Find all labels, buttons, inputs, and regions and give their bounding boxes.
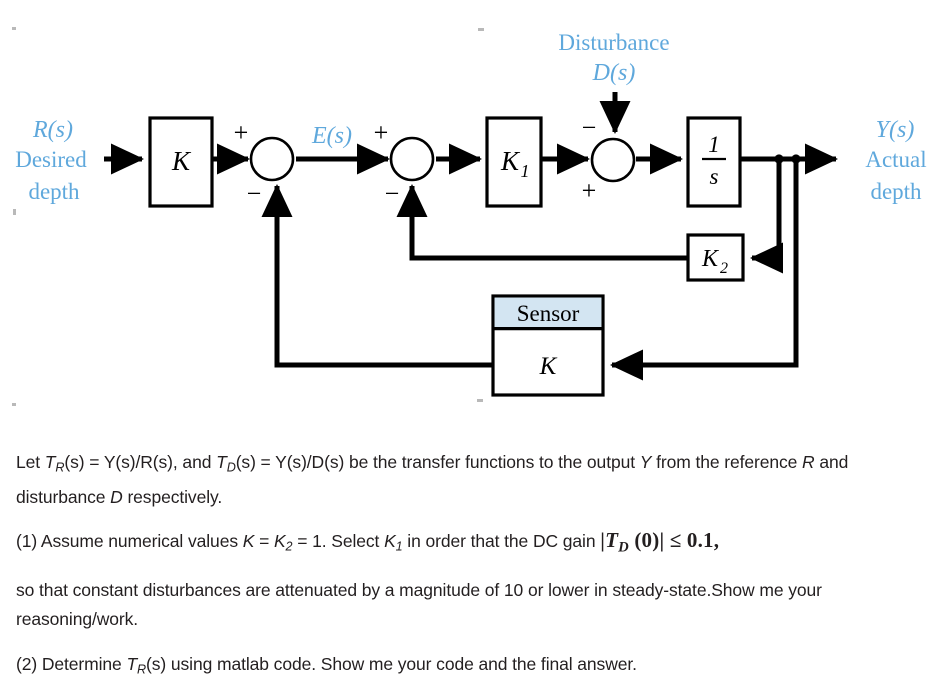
math-relation: ≤ 0.1, (664, 527, 720, 552)
block-integrator-denominator: s (710, 164, 719, 189)
math-dc-gain-expression: |TD (0)| ≤ 0.1, (600, 527, 720, 555)
block-integrator (686, 116, 742, 208)
text-frag: = 1. Select (292, 530, 385, 551)
text-frag: from the reference (651, 452, 803, 472)
math-K2-symbol: K (273, 530, 286, 551)
block-gain-k1 (485, 116, 543, 208)
text-frag: respectively. (122, 486, 223, 507)
input-label-reference-line1: Desired (15, 147, 87, 172)
scan-speck (12, 27, 16, 30)
wire-gain-k2-to-sum2 (396, 183, 688, 261)
math-TD-subscript: D (226, 460, 236, 475)
block-sensor-header-fill (494, 297, 602, 329)
text-frag: in order that the DC gain (402, 530, 601, 551)
math-K1-subscript: 1 (395, 539, 403, 554)
scan-speck (477, 399, 483, 402)
output-label-line2: depth (870, 179, 922, 204)
summing-junction-3-minus-sign: − (582, 113, 597, 142)
block-sensor-gain-label: K (539, 353, 558, 380)
block-integrator-numerator: 1 (708, 132, 720, 157)
wire-sensor-to-sum1 (261, 183, 493, 368)
math-arg-zero: (0) (628, 527, 660, 552)
text-frag: (s) using matlab code. Show me your code… (146, 653, 637, 674)
wire-output-to-sensor (609, 159, 799, 381)
paragraph-question-1: (1) Assume numerical values K = K2 = 1. … (16, 526, 934, 562)
block-diagram-svg: K K 1 1 s K 2 Sensor K + − + − (15, 30, 927, 397)
block-diagram: K K 1 1 s K 2 Sensor K + − + − (12, 27, 927, 406)
scan-speck (478, 28, 484, 31)
paragraph-question-1-continued: so that constant disturbances are attenu… (16, 579, 822, 629)
summing-junction-1-plus-sign: + (234, 118, 249, 147)
text-frag: and disturbance (16, 452, 849, 507)
math-K1-symbol: K (384, 530, 396, 551)
input-label-reference-symbol: R(s) (32, 117, 73, 143)
math-TR-subscript-2: R (137, 662, 147, 677)
input-label-disturbance-symbol: D(s) (592, 60, 636, 86)
summing-junction-3 (590, 137, 636, 183)
summing-junction-2 (389, 136, 435, 182)
math-TR-symbol-2: T (126, 653, 138, 674)
summing-junction-2-minus-sign: − (385, 179, 400, 208)
block-gain-k (148, 116, 214, 208)
problem-statement: Let TR(s) = Y(s)/R(s), and TD(s) = Y(s)/… (0, 448, 948, 700)
text-frag: (s) = Y(s)/R(s), and (64, 452, 217, 472)
scan-speck (13, 209, 16, 215)
summing-junction-1 (249, 136, 295, 182)
math-K-symbol: K (242, 530, 255, 551)
output-label-symbol: Y(s) (876, 117, 915, 143)
signal-label-error: E(s) (311, 123, 352, 149)
block-gain-k2-label: K (701, 246, 720, 272)
text-frag: Let (16, 452, 45, 472)
input-label-disturbance-caption: Disturbance (558, 30, 669, 55)
math-Y-symbol: Y (639, 452, 652, 472)
math-TD-big-subscript: D (618, 538, 629, 555)
math-D-symbol: D (110, 486, 123, 507)
summing-junction-1-minus-sign: − (247, 179, 262, 208)
paragraph-question-2: (2) Determine TR(s) using matlab code. S… (16, 650, 934, 685)
wire-output-to-gain-k2 (749, 159, 783, 274)
math-TR-symbol: T (44, 452, 56, 472)
summing-junction-2-plus-sign: + (374, 118, 389, 147)
paragraph-definitions: Let TR(s) = Y(s)/R(s), and TD(s) = Y(s)/… (16, 448, 934, 512)
math-K2-subscript: 2 (285, 539, 293, 554)
block-sensor-header-label: Sensor (517, 301, 580, 326)
text-frag: (1) Assume numerical values (16, 530, 243, 551)
math-abs-close: | (659, 527, 665, 552)
math-TD-symbol: T (216, 452, 227, 472)
block-gain-k1-subscript: 1 (521, 161, 530, 181)
math-R-symbol: R (802, 452, 815, 472)
output-label-line1: Actual (865, 147, 926, 172)
summing-junction-3-plus-sign: + (582, 176, 597, 205)
text-frag: = (254, 530, 274, 551)
input-label-reference-line2: depth (28, 179, 80, 204)
block-gain-k1-label: K (500, 146, 521, 176)
block-gain-k-label: K (171, 146, 192, 176)
block-gain-k2-subscript: 2 (720, 260, 728, 277)
text-frag: (2) Determine (16, 653, 127, 674)
math-TD-big-symbol: T (605, 527, 619, 552)
scan-speck (12, 403, 16, 406)
block-gain-k2 (686, 233, 745, 282)
text-frag: (s) = Y(s)/D(s) be the transfer function… (235, 452, 640, 472)
math-TR-subscript: R (55, 460, 65, 475)
math-abs-open: | (600, 527, 606, 552)
